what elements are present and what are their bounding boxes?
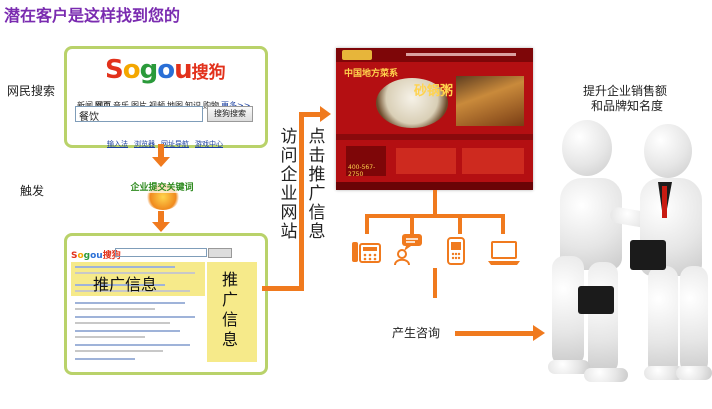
nav-item[interactable]: 新闻 [77,101,93,110]
top-promo-block[interactable] [71,262,205,296]
flow-line-site-down [433,190,437,215]
flow-line-to-site [299,112,321,117]
nav-item[interactable]: 视频 [149,101,165,110]
site-logo-icon [342,50,372,60]
goal-text-line2: 和品牌知名度 [591,99,664,113]
nav-item[interactable]: 知识 [185,101,201,110]
label-produce-inquiry: 产生咨询 [392,326,441,340]
link-games[interactable]: 游戏中心 [195,140,223,148]
site-dish-label: 砂锅粥 [414,84,454,99]
flow-line-icons-down [433,268,437,298]
nav-item[interactable]: 网页 [95,101,111,110]
results-logo: Sogou搜狗 [71,251,121,261]
promo-label-left: 推广信息 [93,275,158,294]
site-banner-title: 中国地方菜系 [344,69,399,79]
results-search-box[interactable] [115,248,207,257]
briefcase-left-icon [578,286,614,314]
laptop-icon [486,240,522,266]
flow-line-right [262,286,304,291]
search-nav: 新闻网页音乐图片视频地图知识购物更多>> [77,93,252,112]
link-nav[interactable]: 网址导航 [161,140,189,148]
nav-item[interactable]: 地图 [167,101,183,110]
link-input-method[interactable]: 输入法 [107,140,128,148]
label-visit-site: 访问企业网站 [280,127,298,242]
site-info-box: 400-567-2750 [346,146,386,178]
label-netizen-search: 网民搜索 [7,84,56,98]
sogou-search-card: Sogou搜狗 新闻网页音乐图片视频地图知识购物更多>> 餐饮 搜狗搜索 输入法… [64,46,268,148]
nav-item[interactable]: 图片 [131,101,147,110]
red-tie-icon [662,186,667,218]
link-browser[interactable]: 浏览器 [134,140,155,148]
mobile-phone-icon [446,236,466,266]
briefcase-right-icon [630,240,666,270]
nav-item[interactable]: 音乐 [113,101,129,110]
nav-item[interactable]: 更多>> [221,101,250,110]
arrow-head-right-icon [320,106,331,122]
search-results-card: Sogou搜狗 推广信息 推广信息 [64,233,268,375]
keyword-badge: 企业提交关键词 [126,170,198,210]
search-input[interactable]: 餐饮 [75,106,203,123]
phone-icon [350,236,382,264]
enterprise-website-screenshot[interactable]: 中国地方菜系 砂锅粥 400-567-2750 [336,48,533,190]
page-title: 潜在客户是这样找到您的 [4,6,181,25]
sogou-logo: Sogou搜狗 [105,55,226,85]
food-photo [456,76,524,126]
label-trigger: 触发 [20,184,45,198]
porridge-dish-image [376,78,448,128]
site-header [336,48,533,62]
arrow-head-down-icon [152,157,170,167]
label-click-promo: 点击推广信息 [308,127,326,242]
flow-line-up [299,112,304,291]
promo-label-right: 推广信息 [221,270,238,349]
bottom-links: 输入法浏览器网址导航游戏中心 [107,131,229,150]
handshake-figures-image [548,116,712,396]
flow-line-to-goal [455,331,535,336]
nav-item[interactable]: 购物 [203,101,219,110]
flow-arrow-down-1 [158,144,164,158]
search-button[interactable]: 搜狗搜索 [207,106,253,122]
keyword-badge-label: 企业提交关键词 [126,180,198,193]
flow-line-branch [365,214,505,218]
side-promo-block[interactable] [207,262,257,362]
arrow-head-right-icon [533,325,545,341]
chat-person-icon [394,232,428,266]
goal-text-line1: 提升企业销售额 [583,84,668,98]
results-search-button[interactable] [208,248,232,258]
flow-arrow-down-2 [158,211,164,223]
arrow-head-down-icon [152,222,170,232]
